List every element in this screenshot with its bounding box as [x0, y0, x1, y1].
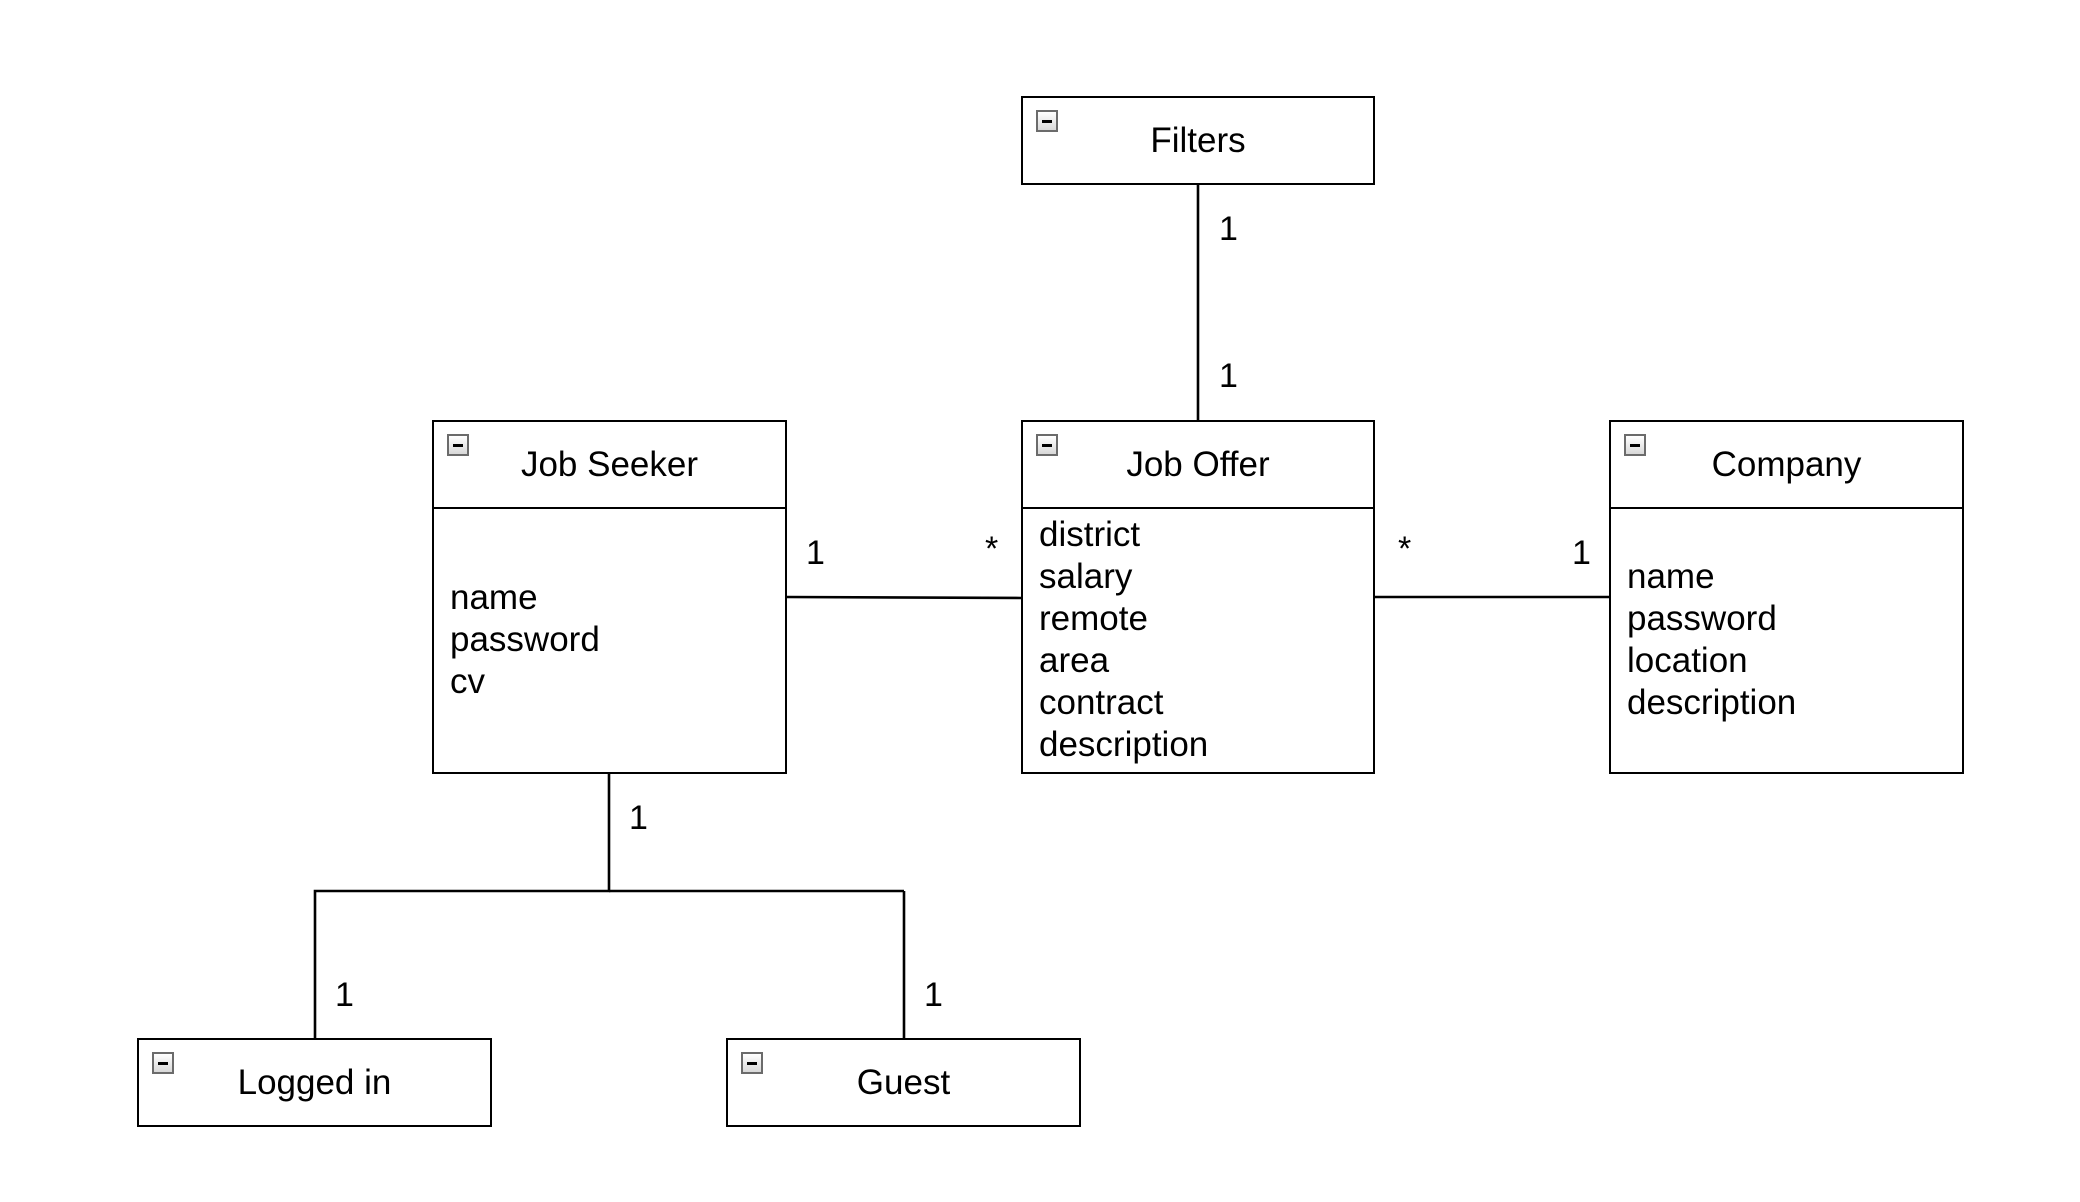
mult-jobseeker-right-end: 1: [806, 534, 825, 572]
mult-filters-end: 1: [1219, 210, 1238, 248]
attribute: name: [1627, 557, 1715, 596]
class-filters-name: Filters: [1150, 120, 1246, 160]
class-job-offer-name: Job Offer: [1126, 444, 1270, 484]
attribute: description: [1039, 725, 1209, 764]
class-guest[interactable]: Guest: [726, 1038, 1081, 1127]
attribute: name: [450, 578, 538, 617]
class-filters[interactable]: Filters: [1021, 96, 1375, 185]
collapse-minus-icon[interactable]: [741, 1052, 763, 1074]
attribute: area: [1039, 641, 1110, 680]
class-guest-name: Guest: [856, 1062, 951, 1102]
class-job-offer[interactable]: Job Offer district salary remote area co…: [1021, 420, 1375, 774]
attribute: contract: [1039, 683, 1164, 722]
class-company-name: Company: [1711, 444, 1862, 484]
class-job-seeker[interactable]: Job Seeker name password cv: [432, 420, 787, 774]
attribute: password: [450, 620, 600, 659]
attribute: cv: [450, 662, 485, 701]
class-job-offer-attributes: district salary remote area contract des…: [1023, 507, 1373, 771]
class-logged-in-header: Logged in: [139, 1040, 490, 1125]
attribute: password: [1627, 599, 1777, 638]
class-guest-header: Guest: [728, 1040, 1079, 1125]
mult-jobseeker-bottom-end: 1: [629, 799, 648, 837]
class-company[interactable]: Company name password location descripti…: [1609, 420, 1964, 774]
class-company-attributes: name password location description: [1611, 507, 1962, 771]
attribute: location: [1627, 641, 1748, 680]
collapse-minus-icon[interactable]: [1624, 434, 1646, 456]
attribute: description: [1627, 683, 1797, 722]
mult-joboffer-top-end: 1: [1219, 357, 1238, 395]
class-job-seeker-name: Job Seeker: [520, 444, 699, 484]
class-logged-in[interactable]: Logged in: [137, 1038, 492, 1127]
attribute: district: [1039, 515, 1141, 554]
mult-guest-end: 1: [924, 976, 943, 1014]
attribute: remote: [1039, 599, 1148, 638]
attribute: salary: [1039, 557, 1133, 596]
class-job-seeker-attributes: name password cv: [434, 507, 785, 771]
mult-joboffer-left-end: *: [985, 530, 998, 568]
class-logged-in-name: Logged in: [237, 1062, 392, 1102]
assoc-jobseeker-joboffer: [785, 595, 1022, 600]
assoc-jobseeker-children: [313, 773, 611, 1039]
collapse-minus-icon[interactable]: [1036, 110, 1058, 132]
mult-loggedin-end: 1: [335, 976, 354, 1014]
mult-joboffer-right-end: *: [1398, 530, 1411, 568]
class-job-seeker-header: Job Seeker: [434, 422, 785, 507]
collapse-minus-icon[interactable]: [152, 1052, 174, 1074]
collapse-minus-icon[interactable]: [447, 434, 469, 456]
collapse-minus-icon[interactable]: [1036, 434, 1058, 456]
class-filters-header: Filters: [1023, 98, 1373, 183]
class-job-offer-header: Job Offer: [1023, 422, 1373, 507]
class-company-header: Company: [1611, 422, 1962, 507]
mult-company-left-end: 1: [1572, 534, 1591, 572]
